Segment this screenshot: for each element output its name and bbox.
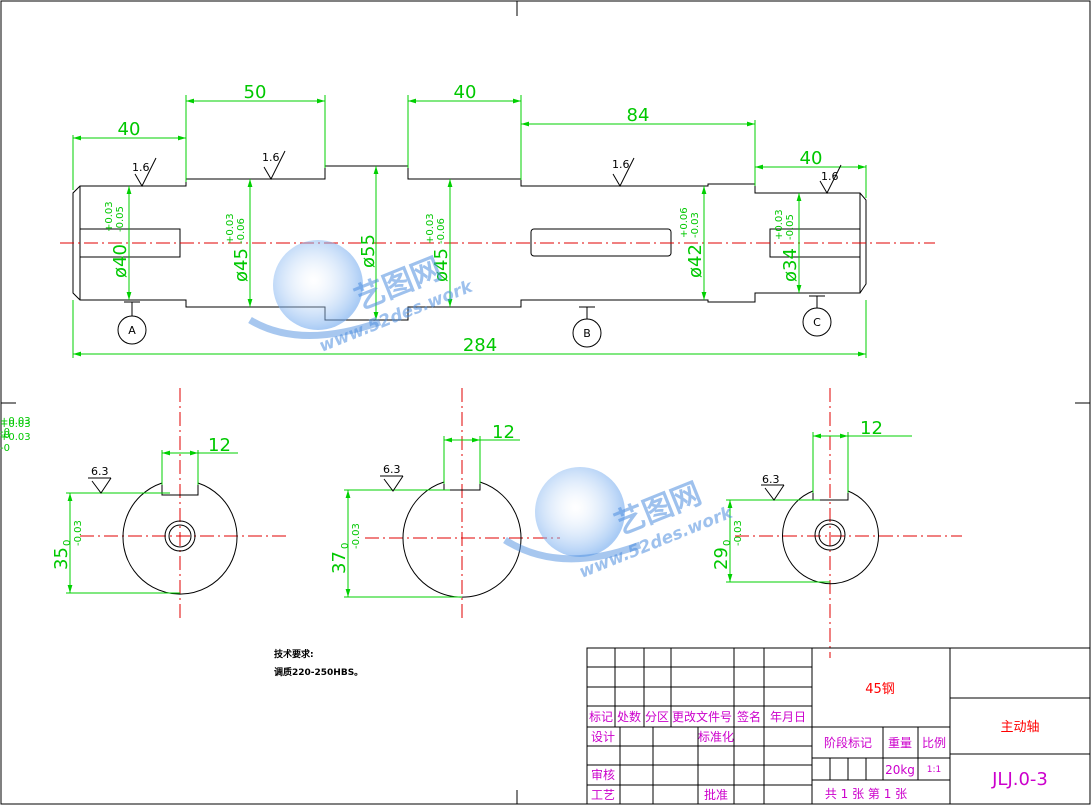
svg-text:6.3: 6.3 xyxy=(91,465,109,478)
sec3-depth: 29 xyxy=(711,547,732,570)
tb-col-docno: 更改文件号 xyxy=(672,709,732,724)
roughness-symbol-s3: 6.3 xyxy=(761,473,785,501)
tb-scale: 比例 xyxy=(922,736,946,750)
section-view-2: 12 +0.03-0 37 0-0.03 6.3 xyxy=(0,388,560,622)
shaft-front-view: 40 50 40 84 40 284 ø40 +0.03-0.05 ø45 +0… xyxy=(60,82,935,358)
tb-approve: 批准 xyxy=(704,787,728,802)
sec3-key-tol: +0.03-0 xyxy=(0,416,31,438)
datum-a: A xyxy=(117,301,147,345)
sec2-key-width: 12 xyxy=(492,422,515,443)
section-3-outline xyxy=(782,490,879,585)
dim-dia-34-tol: +0.03-0.05 xyxy=(774,209,796,240)
notes-title: 技术要求: xyxy=(274,648,314,660)
sec2-depth-tol: 0-0.03 xyxy=(340,523,362,549)
dim-dia-45b: ø45 xyxy=(431,248,452,282)
tb-review: 审核 xyxy=(591,767,615,782)
datum-c: C xyxy=(802,295,832,337)
tb-col-count: 处数 xyxy=(617,709,641,724)
tb-weight-value: 20kg xyxy=(885,763,915,777)
svg-text:6.3: 6.3 xyxy=(383,463,401,476)
dim-dia-40-tol: +0.03-0.05 xyxy=(104,201,126,232)
roughness-symbol-s2: 6.3 xyxy=(380,463,404,492)
tb-drawing-no: JLJ.0-3 xyxy=(991,769,1048,790)
roughness-symbol-s1: 6.3 xyxy=(88,465,112,494)
tb-col-zone: 分区 xyxy=(645,710,669,724)
roughness-symbol-1: 1.6 xyxy=(132,157,157,188)
svg-text:6.3: 6.3 xyxy=(762,473,780,486)
tb-material: 45钢 xyxy=(865,682,895,697)
dim-50: 50 xyxy=(244,82,267,103)
roughness-symbol-4: 1.6 xyxy=(819,164,842,195)
notes-line-1: 调质220-250HBS。 xyxy=(274,666,363,678)
svg-text:A: A xyxy=(128,324,136,337)
svg-text:1.6: 1.6 xyxy=(612,158,630,171)
tb-col-sign: 签名 xyxy=(737,709,761,724)
dim-40b: 40 xyxy=(454,82,477,103)
tb-part-name: 主动轴 xyxy=(1000,720,1039,735)
sec2-depth: 37 xyxy=(329,551,350,574)
section-view-3: 12 +0.03-0 29 0-0.03 6.3 xyxy=(0,388,962,658)
dim-dia-40: ø40 xyxy=(110,244,131,278)
dim-right-40: 40 xyxy=(800,148,823,169)
dim-84: 84 xyxy=(627,105,650,126)
dim-284: 284 xyxy=(463,335,497,356)
watermark-2: 艺图网 www.52des.work xyxy=(503,467,737,583)
dim-dia-45b-tol: +0.03-0.06 xyxy=(425,213,447,244)
sec1-key-width: 12 xyxy=(208,435,231,456)
dim-dia-42-tol: +0.06-0.03 xyxy=(679,207,701,238)
tb-col-date: 年月日 xyxy=(770,710,806,724)
tb-col-mark: 标记 xyxy=(589,710,613,724)
svg-text:B: B xyxy=(583,327,591,340)
tb-design: 设计 xyxy=(591,730,615,744)
sec1-depth: 35 xyxy=(51,547,72,570)
roughness-symbol-3: 1.6 xyxy=(612,157,635,188)
section-2-outline xyxy=(402,481,522,598)
dim-dia-42: ø42 xyxy=(685,244,706,278)
tb-stage: 阶段标记 xyxy=(824,735,872,750)
sec1-depth-tol: 0-0.03 xyxy=(62,520,84,546)
sec1-key-tol: +0.03-0 xyxy=(0,432,31,454)
dim-left-40: 40 xyxy=(118,119,141,140)
tb-weight: 重量 xyxy=(888,736,912,750)
sec3-key-width: 12 xyxy=(860,418,883,439)
tb-process: 工艺 xyxy=(591,788,615,802)
title-block: 标记 处数 分区 更改文件号 签名 年月日 设计 标准化 审核 工艺 批准 45… xyxy=(586,647,1091,805)
section-1-outline xyxy=(122,482,238,595)
dim-dia-34: ø34 xyxy=(780,248,801,282)
dim-dia-55: ø55 xyxy=(358,234,379,268)
svg-text:1.6: 1.6 xyxy=(132,161,150,174)
tb-sheets: 共 1 张 第 1 张 xyxy=(825,787,907,801)
svg-text:1.6: 1.6 xyxy=(821,170,839,183)
dim-dia-45a: ø45 xyxy=(231,248,252,282)
tb-standard: 标准化 xyxy=(698,730,734,744)
svg-text:1.6: 1.6 xyxy=(262,151,280,164)
roughness-symbol-2: 1.6 xyxy=(262,150,286,181)
svg-text:C: C xyxy=(813,316,821,329)
tb-scale-value: 1:1 xyxy=(927,765,941,775)
dim-dia-45a-tol: +0.03-0.06 xyxy=(225,213,247,244)
sec2-key-tol: +0.03-0 xyxy=(0,419,31,441)
section-view-1: 12 +0.03-0 35 0-0.03 6.3 xyxy=(0,388,290,622)
sec3-depth-tol: 0-0.03 xyxy=(722,520,744,546)
datum-b: B xyxy=(572,306,602,348)
